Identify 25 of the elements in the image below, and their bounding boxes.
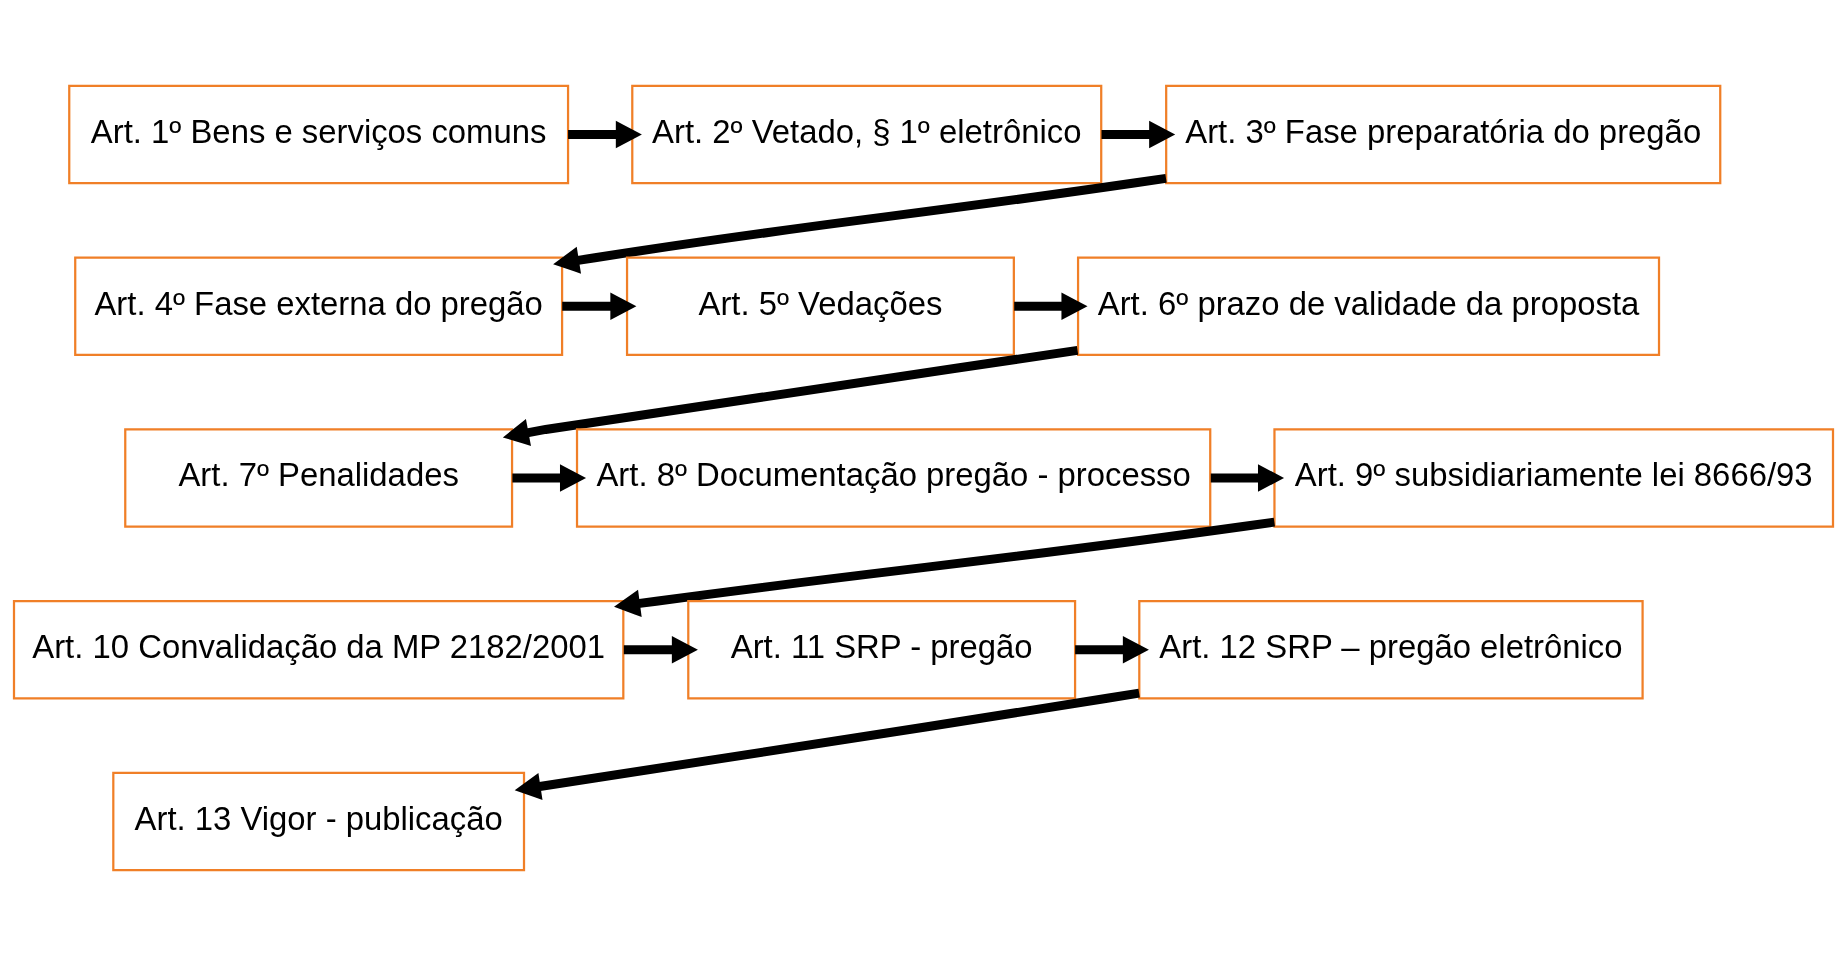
node-box: Art. 5º Vedações: [625, 256, 1015, 356]
node-box: Art. 10 Convalidação da MP 2182/2001: [12, 600, 625, 700]
node-box: Art. 2º Vetado, § 1º eletrônico: [631, 84, 1103, 185]
arrow: [512, 464, 587, 492]
node-box: Art. 3º Fase preparatória do pregão: [1165, 84, 1722, 185]
arrow: [1101, 120, 1176, 149]
arrow: [1014, 292, 1088, 320]
arrow: [502, 345, 1079, 446]
node-box: Art. 11 SRP - pregão: [687, 600, 1077, 700]
arrow: [553, 173, 1167, 274]
arrow: [1075, 636, 1149, 664]
arrow: [568, 120, 642, 149]
node-box: Art. 7º Penalidades: [124, 428, 514, 528]
arrow: [623, 636, 698, 664]
node-box: Art. 12 SRP – pregão eletrônico: [1138, 600, 1644, 700]
arrow: [614, 517, 1275, 617]
arrow: [562, 292, 637, 320]
node-box: Art. 4º Fase externa do pregão: [74, 256, 564, 356]
arrow: [514, 688, 1140, 800]
node-box: Art. 1º Bens e serviços comuns: [68, 84, 570, 185]
arrow: [1210, 464, 1285, 492]
node-box: Art. 9º subsidiariamente lei 8666/93: [1273, 428, 1835, 528]
node-box: Art. 6º prazo de validade da proposta: [1076, 256, 1661, 356]
node-box: Art. 13 Vigor - publicação: [112, 771, 526, 872]
node-box: Art. 8º Documentação pregão - processo: [575, 428, 1212, 528]
